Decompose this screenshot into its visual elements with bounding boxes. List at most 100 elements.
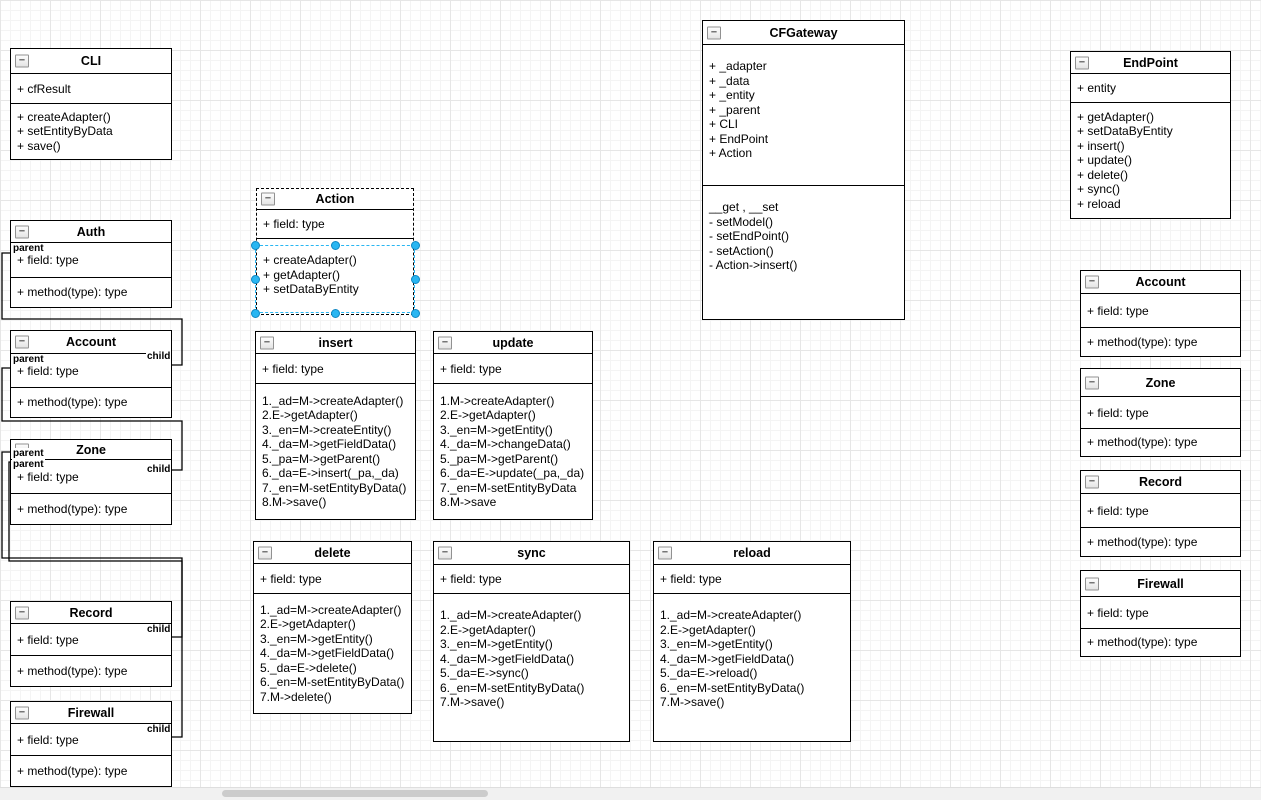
class-title-bar: −Firewall <box>1081 571 1240 597</box>
class-attributes-section: + field: type <box>1081 294 1240 328</box>
collapse-icon[interactable]: − <box>15 706 29 719</box>
edge-record-zone[interactable] <box>1 451 183 638</box>
class-title-bar: −Record <box>1081 471 1240 494</box>
edge-label-parent[interactable]: parent <box>12 448 45 459</box>
class-methods-section: + method(type): type <box>1081 328 1240 356</box>
horizontal-scrollbar-thumb[interactable] <box>222 790 488 797</box>
class-endpoint[interactable]: −EndPoint+ entity+ getAdapter()+ setData… <box>1070 51 1231 219</box>
collapse-icon[interactable]: − <box>707 26 721 39</box>
member-text: 6._da=E->update(_pa,_da) <box>440 466 585 480</box>
class-attributes-section: + field: type <box>1081 494 1240 528</box>
class-record-left[interactable]: − Record + field: type+ method(type): type <box>10 601 172 687</box>
member-text: + insert() <box>1077 138 1125 153</box>
selection-handle[interactable] <box>250 274 260 284</box>
member-text: 4._da=M->getFieldData() <box>262 437 397 451</box>
class-record-right[interactable]: −Record+ field: type+ method(type): type <box>1080 470 1241 557</box>
collapse-icon[interactable]: − <box>438 546 452 560</box>
selection-handle[interactable] <box>410 240 420 250</box>
class-name: Record <box>69 605 113 620</box>
edge-label-child[interactable]: child <box>146 351 172 362</box>
class-cli[interactable]: − CLI + cfResult+ createAdapter()+ setEnti… <box>10 48 172 160</box>
class-attributes-section: + field: type <box>254 564 411 594</box>
class-methods-section: + method(type): type <box>11 756 171 786</box>
collapse-icon[interactable]: − <box>15 54 29 68</box>
class-title-bar: − Auth <box>11 221 171 243</box>
collapse-icon[interactable]: − <box>258 546 272 559</box>
member-text: 7.M->delete() <box>260 689 332 704</box>
member-text: 5._da=E->delete() <box>260 660 357 675</box>
edge-zone-account[interactable] <box>1 367 183 471</box>
member-text: + update() <box>1077 153 1133 168</box>
class-auth[interactable]: −Auth+ field: type+ method(type): type <box>10 220 172 308</box>
collapse-icon[interactable]: − <box>1085 577 1099 590</box>
class-attributes-section: + field: type <box>11 624 171 656</box>
class-methods-section: + method(type): type <box>11 656 171 686</box>
class-title-bar: −insert <box>256 332 415 354</box>
class-action[interactable]: −Action+ field: type+ createAdapter()+ g… <box>256 188 414 315</box>
class-name: CLI <box>80 54 102 68</box>
class-methods-section: + method(type): type <box>1081 629 1240 656</box>
edge-label-child[interactable]: child <box>146 464 172 475</box>
class-attributes-section: + field: type <box>654 565 850 594</box>
class-cfgateway[interactable]: −CFGateway+ _adapter+ _data+ _entity+ _p… <box>702 20 905 320</box>
class-methods-section: + method(type): type <box>1081 429 1240 456</box>
selection-handle[interactable] <box>330 240 340 250</box>
class-methods-section: 1.M->createAdapter()2.E->getAdapter()3._… <box>434 384 592 519</box>
collapse-icon[interactable]: − <box>15 606 29 619</box>
edge-label-child[interactable]: child <box>146 624 172 635</box>
selection-handle[interactable] <box>250 308 260 318</box>
collapse-icon[interactable]: − <box>260 336 274 349</box>
member-text: + field: type <box>263 217 325 232</box>
class-firewall-right[interactable]: −Firewall + field: type + method(type): ty… <box>1080 570 1241 657</box>
member-text: 4._da=M->getFieldData() <box>440 651 575 666</box>
collapse-icon[interactable]: − <box>1085 475 1099 489</box>
member-text: __get , __set <box>709 200 779 214</box>
class-attributes-section: + field: type <box>257 210 413 239</box>
selection-handle[interactable] <box>410 274 420 284</box>
collapse-icon[interactable]: − <box>261 192 275 206</box>
class-zone-right[interactable]: −Zone+ field: type+ method(type): type <box>1080 368 1241 457</box>
collapse-icon[interactable]: − <box>1075 56 1089 69</box>
collapse-icon[interactable]: − <box>15 225 29 238</box>
class-account-right[interactable]: −Account+ field: type+ method(type): typ… <box>1080 270 1241 357</box>
selection-handle[interactable] <box>250 240 260 250</box>
selection-handle[interactable] <box>410 308 420 318</box>
edge-firewall-zone[interactable] <box>8 461 183 738</box>
collapse-icon[interactable]: − <box>1085 275 1099 289</box>
edge-label-parent[interactable]: parent <box>12 459 45 470</box>
member-text: + _adapter <box>709 59 767 73</box>
class-name: EndPoint <box>1123 55 1178 70</box>
collapse-icon[interactable]: − <box>15 335 29 349</box>
edge-label-child[interactable]: child <box>146 724 172 735</box>
class-attributes-section: + cfResult <box>11 74 171 104</box>
member-text: + getAdapter() <box>1077 109 1155 124</box>
member-text: + field: type <box>1087 605 1149 620</box>
member-text: - setAction() <box>709 243 774 258</box>
class-name: Auth <box>76 224 106 239</box>
edge-label-parent[interactable]: parent <box>12 354 45 365</box>
class-firewall-left[interactable]: −Firewall+ field: type+ method(type): ty… <box>10 701 172 787</box>
selection-handle[interactable] <box>330 308 340 318</box>
member-text: 4._da=M->getFieldData() <box>260 646 395 661</box>
member-text: + field: type <box>1087 405 1149 420</box>
collapse-icon[interactable]: − <box>1085 376 1099 389</box>
horizontal-scrollbar-track[interactable] <box>0 787 1261 800</box>
class-name: Firewall <box>67 705 115 720</box>
class-account-left[interactable]: −Account+ field: type+ method(type): typ… <box>10 330 172 418</box>
member-text: 2.E->getAdapter() <box>260 617 356 632</box>
member-text: + field: type <box>440 572 502 587</box>
member-text: + field: type <box>262 361 324 376</box>
member-text: 6._en=M-setEntityByData() <box>260 675 405 690</box>
member-text: 1._ad=M->createAdapter() <box>440 608 582 622</box>
class-methods-section: + createAdapter()+ setEntityByData+ save… <box>11 104 171 159</box>
collapse-icon[interactable]: − <box>438 336 452 349</box>
collapse-icon[interactable]: − <box>658 546 672 560</box>
edge-label-parent[interactable]: parent <box>12 243 45 254</box>
edge-account-auth[interactable] <box>1 252 183 366</box>
